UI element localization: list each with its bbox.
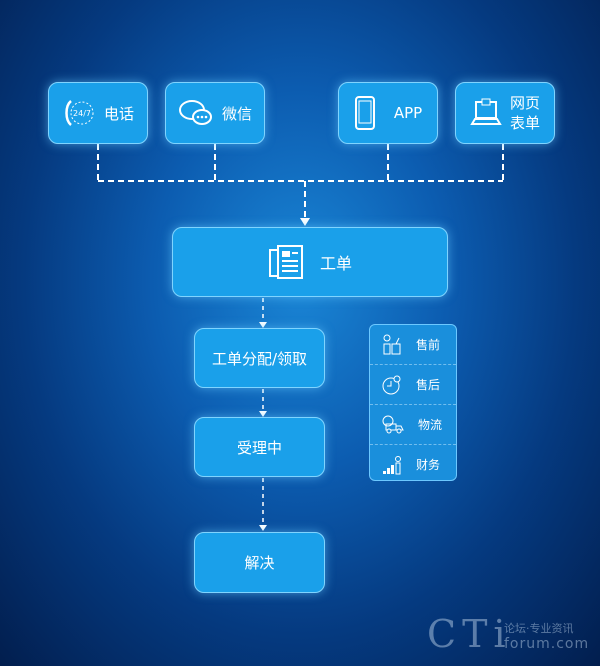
source-label: 网页 表单: [509, 94, 540, 132]
mobile-phone-icon: [354, 96, 375, 130]
phone-24-7-icon: 24/7: [65, 100, 94, 126]
step-assign[interactable]: 工单分配/领取: [194, 328, 325, 388]
logistics-truck-icon: [382, 415, 404, 433]
department-label: 售后: [416, 378, 441, 392]
step-label: 受理中: [236, 438, 282, 457]
step-label: 工单分配/领取: [211, 349, 308, 368]
source-app[interactable]: APP: [338, 82, 438, 144]
watermark-logo: CTi: [427, 612, 512, 656]
department-finance[interactable]: 财务: [370, 445, 456, 484]
ticket-box[interactable]: 工单: [172, 227, 448, 297]
watermark-line1: 论坛·专业资讯: [504, 622, 574, 635]
department-logistics[interactable]: 物流: [370, 405, 456, 445]
department-label: 财务: [416, 458, 441, 472]
source-web-form[interactable]: 网页 表单: [455, 82, 555, 144]
svg-text:24/7: 24/7: [73, 109, 91, 118]
document-icon: [268, 245, 303, 279]
aftersales-icon: [382, 375, 401, 394]
department-label: 物流: [418, 418, 443, 432]
source-wechat[interactable]: 微信: [165, 82, 265, 144]
department-panel: 售前 售后 物流 财务: [369, 324, 457, 481]
step-label: 解决: [244, 554, 275, 572]
source-label: APP: [393, 104, 423, 122]
department-presales[interactable]: 售前: [370, 325, 456, 365]
step-resolved[interactable]: 解决: [194, 532, 325, 593]
watermark-line2: forum.com: [504, 636, 590, 652]
department-label: 售前: [416, 338, 441, 352]
department-aftersales[interactable]: 售后: [370, 365, 456, 405]
ticket-label: 工单: [319, 254, 352, 273]
source-label: 微信: [221, 104, 252, 123]
finance-icon: [383, 455, 401, 474]
presales-icon: [383, 334, 401, 354]
wechat-icon: [178, 100, 212, 125]
step-processing[interactable]: 受理中: [194, 417, 325, 477]
source-phone[interactable]: 24/7 电话: [48, 82, 148, 144]
source-label: 电话: [103, 104, 134, 123]
laptop-form-icon: [470, 98, 502, 125]
